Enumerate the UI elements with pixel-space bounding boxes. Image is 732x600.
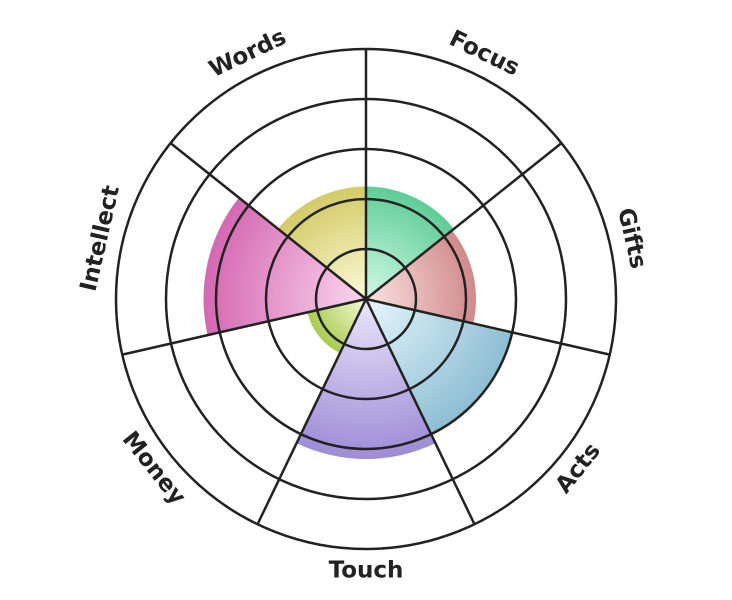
label-gifts: Gifts [612, 206, 651, 272]
grid-spoke [169, 142, 367, 300]
grid-spoke [121, 297, 367, 356]
grid-spoke [256, 298, 368, 525]
grid [114, 47, 618, 551]
sector-intellect [203, 197, 366, 336]
sector-gifts [366, 230, 476, 324]
sector-focus [366, 186, 454, 299]
label-words: Words [205, 24, 290, 83]
label-acts: Acts [551, 438, 606, 498]
sector-money [307, 299, 366, 354]
label-money: Money [117, 427, 191, 510]
label-focus: Focus [445, 26, 523, 82]
grid-spoke [365, 297, 611, 356]
sector-touch [296, 299, 436, 459]
sector-words [278, 186, 366, 299]
label-touch: Touch [329, 558, 404, 584]
grid-spoke [364, 298, 476, 525]
grid-spoke [365, 142, 563, 300]
